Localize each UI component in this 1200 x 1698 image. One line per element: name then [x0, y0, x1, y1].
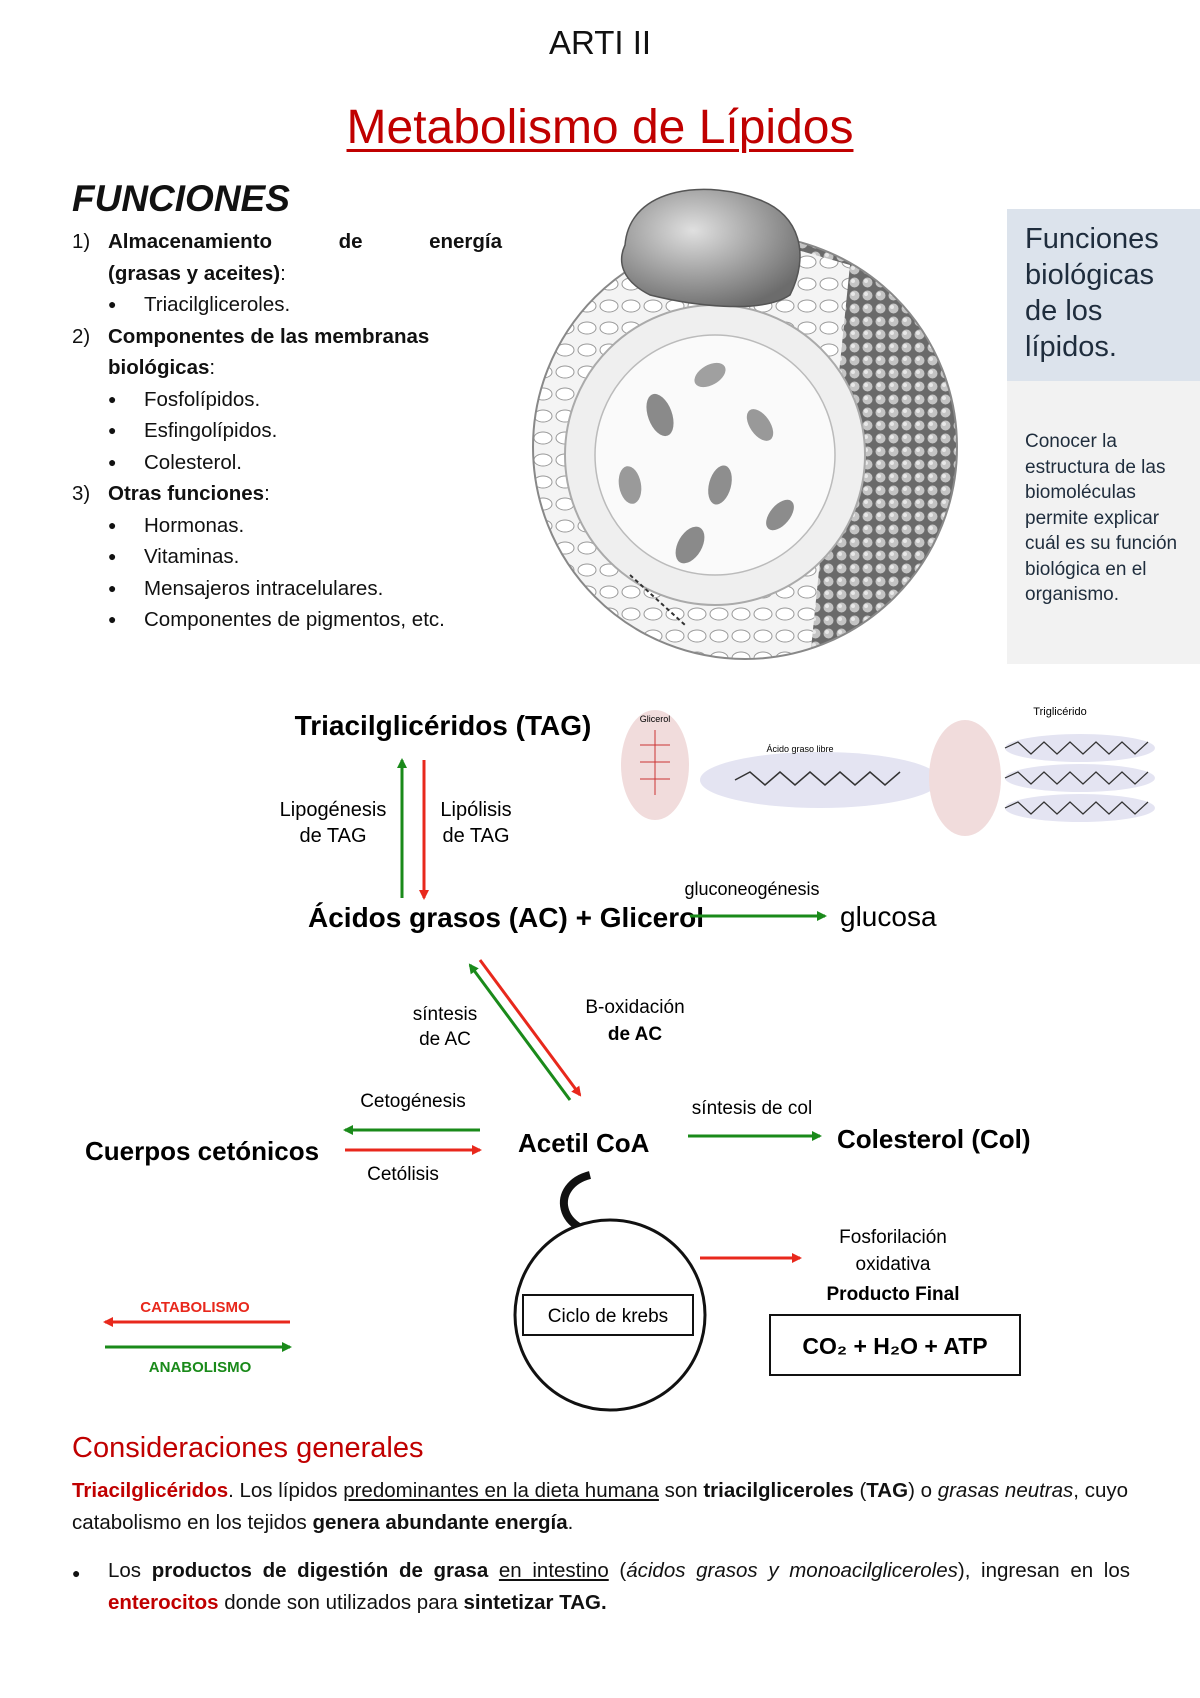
funcion-item-2: 2) Componentes de las membranas biológic… — [72, 324, 430, 380]
list-item: ●Hormonas. — [108, 513, 245, 537]
glicerol-structure: Glicerol — [621, 710, 689, 820]
lipoprotein-illustration — [532, 188, 958, 660]
list-item: ●Colesterol. — [108, 450, 242, 474]
glucosa-label: glucosa — [840, 901, 937, 932]
list-item: ●Vitaminas. — [108, 545, 240, 568]
b-oxidacion-label-2: de AC — [608, 1024, 662, 1045]
svg-text:Glicerol: Glicerol — [640, 714, 671, 724]
consideraciones-paragraph: Triacilglicéridos. Los lípidos predomina… — [72, 1479, 1128, 1534]
page-header: ARTI II — [548, 24, 652, 61]
sidebox-heading: Funciones biológicas de los lípidos. — [1007, 209, 1200, 381]
beta-oxidacion-arrow — [478, 959, 582, 1097]
producto-formula: CO₂ + H₂O + ATP — [802, 1333, 987, 1359]
lipolisis-label-1: Lipólisis — [440, 799, 511, 821]
producto-box — [769, 1314, 1021, 1376]
fosforilacion-label-2: oxidativa — [856, 1254, 931, 1275]
digestion-bullet: ● Los productos de digestión de grasa en… — [72, 1559, 1131, 1614]
consideraciones-heading: Consideraciones generales — [72, 1432, 424, 1464]
cetogenesis-label: Cetogénesis — [360, 1091, 466, 1112]
metabolism-diagram: Triacilglicéridos (TAG) Lipogénesis de T… — [85, 706, 1155, 1412]
acidos-glicerol-label: Ácidos grasos (AC) + Glicerol — [308, 902, 704, 933]
trigliceridos-structure: Triglicérido — [929, 706, 1155, 836]
krebs-box — [522, 1294, 694, 1336]
list-item: ●Componentes de pigmentos, etc. — [108, 608, 445, 631]
funcion-item-1: 1) Almacenamiento de energía (grasas y a… — [72, 230, 502, 285]
sintesis-ac-label-2: de AC — [419, 1029, 471, 1050]
list-item: ●Triacilgliceroles. — [108, 293, 291, 316]
svg-text:Triglicérido: Triglicérido — [1033, 706, 1086, 718]
catabolismo-legend-label: CATABOLISMO — [140, 1299, 250, 1316]
page-title: Metabolismo de Lípidos — [346, 101, 854, 154]
colesterol-label: Colesterol (Col) — [837, 1124, 1031, 1154]
cuerpos-cetonicos-label: Cuerpos cetónicos — [85, 1136, 319, 1166]
krebs-label: Ciclo de krebs — [548, 1306, 668, 1327]
list-item: ●Esfingolípidos. — [108, 419, 278, 442]
funciones-list: 1) Almacenamiento de energía (grasas y a… — [72, 226, 502, 636]
list-item: ●Mensajeros intracelulares. — [108, 576, 384, 600]
cetolisis-label: Cetólisis — [367, 1164, 439, 1185]
tag-label: Triacilglicéridos (TAG) — [295, 710, 592, 741]
gluconeogenesis-label: gluconeogénesis — [684, 879, 819, 899]
producto-final-label: Producto Final — [827, 1284, 960, 1305]
funciones-heading: FUNCIONES — [72, 178, 290, 219]
info-sidebox: Funciones biológicas de los lípidos. Con… — [1007, 209, 1200, 664]
sintesis-col-label: síntesis de col — [692, 1098, 812, 1119]
lipogenesis-label-2: de TAG — [299, 825, 366, 847]
sintesis-ac-arrow — [468, 963, 572, 1101]
fosforilacion-label-1: Fosforilación — [839, 1227, 947, 1248]
list-item: ●Fosfolípidos. — [108, 387, 261, 411]
b-oxidacion-label-1: B-oxidación — [585, 997, 684, 1018]
sintesis-ac-label-1: síntesis — [413, 1004, 477, 1025]
funcion-item-3: 3) Otras funciones: — [72, 482, 270, 505]
anabolismo-legend-label: ANABOLISMO — [149, 1359, 252, 1376]
lipogenesis-label-1: Lipogénesis — [280, 799, 387, 821]
svg-text:Ácido graso libre: Ácido graso libre — [766, 744, 833, 754]
sidebox-body: Conocer la estructura de las biomolécula… — [1025, 431, 1178, 605]
lipolisis-label-2: de TAG — [442, 825, 509, 847]
acetil-coa-label: Acetil CoA — [518, 1128, 650, 1158]
acido-graso-libre-structure: Ácido graso libre — [700, 744, 940, 808]
